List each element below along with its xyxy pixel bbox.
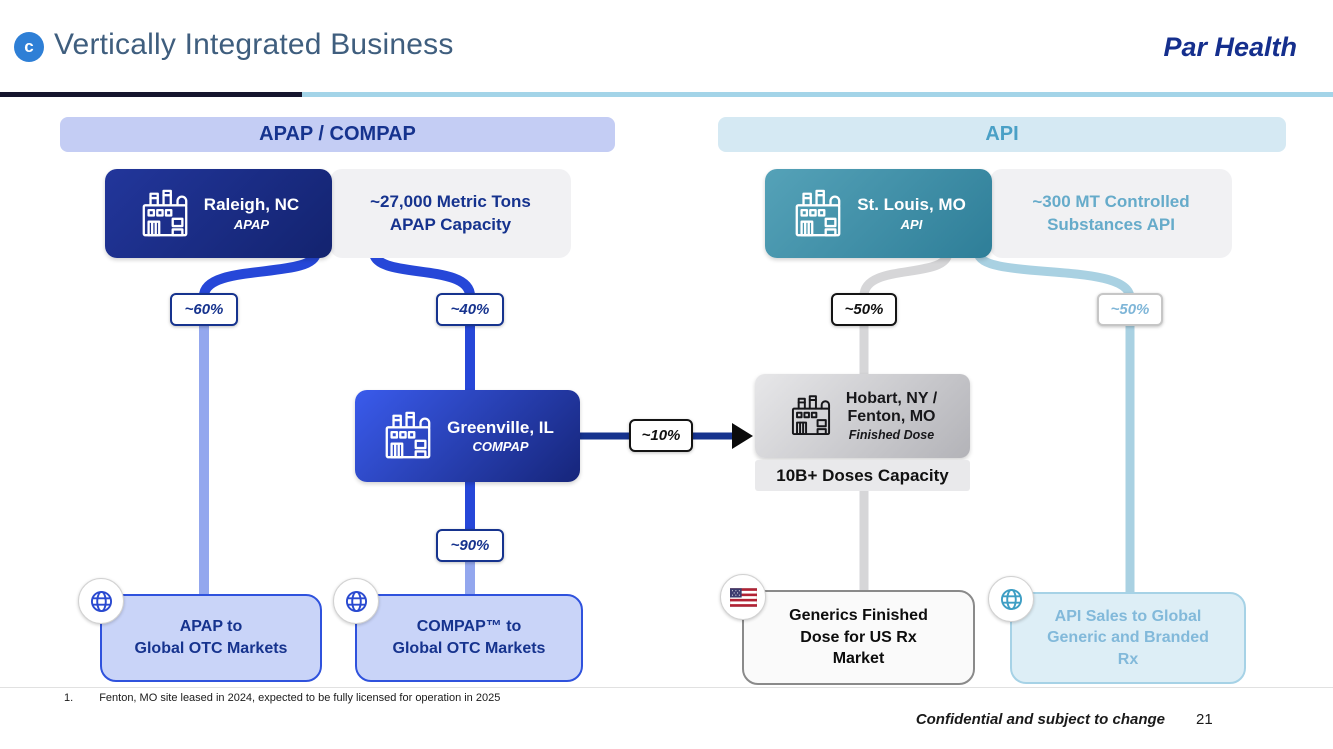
output-label: API Sales to Global Generic and Branded … [1047, 607, 1209, 668]
slide-title: Vertically Integrated Business [54, 28, 454, 61]
output-label: APAP to Global OTC Markets [134, 618, 288, 657]
facility-hobart-text: Hobart, NY / Fenton, MO Finished Dose [846, 390, 937, 443]
hobart-capacity-bar: 10B+ Doses Capacity [755, 460, 970, 491]
flow-label-50pct-left: ~50% [831, 293, 897, 326]
arrowhead-icon [732, 423, 753, 449]
flow-label-90pct: ~90% [436, 529, 504, 562]
connector-raleigh-to-60 [199, 247, 321, 301]
footer-divider [0, 687, 1333, 688]
section-letter-badge: c [14, 32, 44, 62]
facility-type: Finished Dose [848, 428, 935, 443]
factory-icon [138, 187, 192, 241]
facility-type: APAP [233, 216, 270, 232]
output-label: COMPAP™ to Global OTC Markets [392, 618, 546, 657]
footnote-number: 1. [64, 692, 74, 704]
output-apap-otc: APAP to Global OTC Markets [78, 578, 322, 682]
globe-icon [333, 578, 379, 624]
facility-name: Hobart, NY / Fenton, MO [845, 389, 938, 425]
globe-icon [988, 576, 1034, 622]
output-generics-us-rx: Generics Finished Dose for US Rx Market [720, 574, 975, 685]
connector-stlouis-to-50-left [859, 247, 953, 301]
flow-label-50pct-right: ~50% [1097, 293, 1163, 326]
output-compap-otc: COMPAP™ to Global OTC Markets [333, 578, 583, 682]
output-api-sales: API Sales to Global Generic and Branded … [988, 576, 1246, 684]
par-health-logo: Par Health [1163, 32, 1297, 62]
facility-hobart-fenton: Hobart, NY / Fenton, MO Finished Dose [755, 374, 970, 458]
output-label: Generics Finished Dose for US Rx Market [789, 607, 928, 668]
factory-icon [788, 393, 834, 439]
facility-greenville-text: Greenville, IL COMPAP [447, 418, 554, 455]
factory-icon [381, 409, 435, 463]
facility-name: Greenville, IL [447, 417, 554, 437]
globe-icon [78, 578, 124, 624]
facility-raleigh-text: Raleigh, NC APAP [204, 195, 299, 232]
facility-type: COMPAP [472, 439, 529, 455]
flow-label-40pct: ~40% [436, 293, 504, 326]
connector-raleigh-to-40 [369, 247, 475, 301]
page-number: 21 [1196, 711, 1213, 728]
footnote: 1. Fenton, MO site leased in 2024, expec… [64, 692, 500, 704]
facility-raleigh: Raleigh, NC APAP [105, 169, 332, 258]
facility-name: St. Louis, MO [857, 195, 966, 215]
facility-greenville: Greenville, IL COMPAP [355, 390, 580, 482]
section-header-api: API [718, 117, 1286, 152]
st-louis-capacity-box: ~300 MT Controlled Substances API [990, 169, 1232, 258]
facility-type: API [900, 216, 923, 232]
us-flag-icon [720, 574, 766, 620]
connector-stlouis-to-50-right [973, 247, 1135, 303]
section-header-apap-compap: APAP / COMPAP [60, 117, 615, 152]
flow-label-10pct: ~10% [629, 419, 693, 452]
raleigh-capacity-box: ~27,000 Metric Tons APAP Capacity [330, 169, 571, 258]
facility-name: Raleigh, NC [203, 195, 300, 215]
facility-st-louis: St. Louis, MO API [765, 169, 992, 258]
factory-icon [791, 187, 845, 241]
footnote-text: Fenton, MO site leased in 2024, expected… [99, 692, 501, 704]
flow-label-60pct: ~60% [170, 293, 238, 326]
header-divider [0, 92, 1333, 97]
confidentiality-notice: Confidential and subject to change [915, 711, 1165, 728]
facility-st-louis-text: St. Louis, MO API [857, 195, 966, 232]
